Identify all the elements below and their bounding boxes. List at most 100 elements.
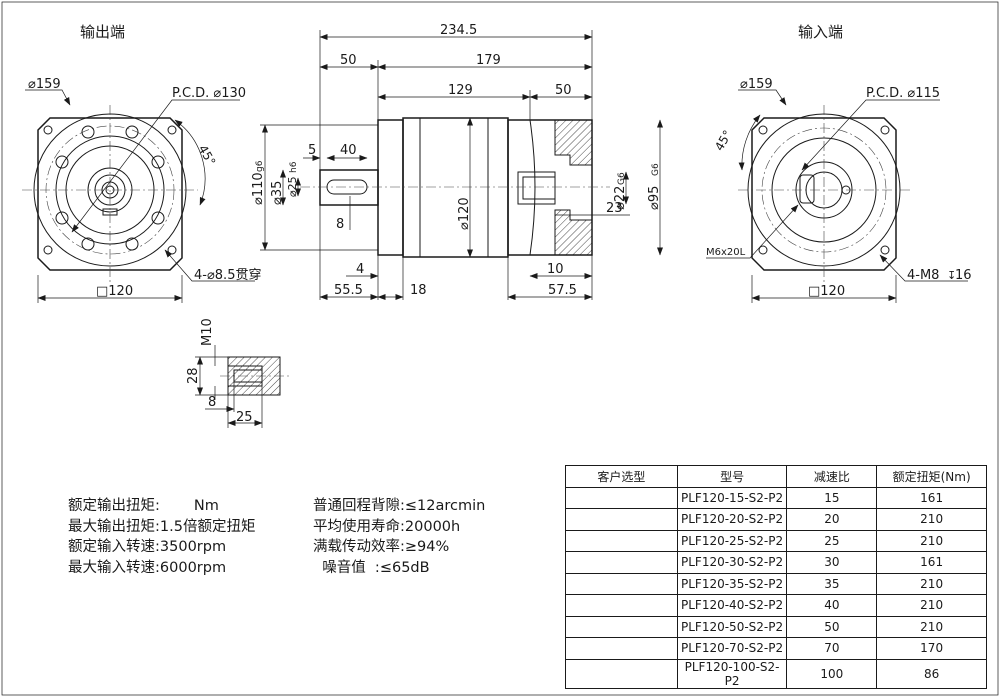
col-header-ratio: 减速比	[786, 465, 878, 488]
len-10: 10	[547, 262, 564, 277]
dia-25-tol: h6	[289, 161, 299, 173]
out-dia-159: ⌀159	[28, 77, 61, 92]
table-cell: 40	[786, 594, 878, 617]
len-129: 129	[448, 83, 473, 98]
table-cell: 210	[876, 615, 987, 638]
table-cell	[565, 594, 678, 617]
table-cell: 35	[786, 572, 878, 595]
table-cell: PLF120-15-S2-P2	[676, 486, 788, 509]
tap-8: 8	[208, 395, 216, 410]
col-header-customer: 客户选型	[565, 465, 678, 488]
table-cell	[565, 658, 678, 689]
table-cell	[565, 529, 678, 552]
spec-max-input-speed: 最大输入转速:6000rpm	[68, 559, 227, 576]
dia-95-tol: G6	[651, 163, 661, 176]
table-cell: 15	[786, 486, 878, 509]
table-cell: 100	[786, 658, 878, 689]
out-holes: 4-⌀8.5贯穿	[194, 267, 261, 283]
len-23: 23	[606, 201, 623, 216]
tapped-hole-detail: 28 M10 8 25	[186, 318, 292, 428]
table-cell: 170	[876, 637, 987, 660]
spec-service-life: 平均使用寿命:20000h	[313, 518, 461, 535]
out-square: □120	[96, 284, 133, 299]
table-cell: 50	[786, 615, 878, 638]
table-cell: PLF120-50-S2-P2	[676, 615, 788, 638]
spec-max-output-torque: 最大输出扭矩:1.5倍额定扭矩	[68, 518, 256, 535]
table-cell: PLF120-30-S2-P2	[676, 551, 788, 574]
svg-text:↧: ↧	[947, 269, 956, 282]
len-57-5: 57.5	[548, 283, 577, 298]
dia-22: ⌀22	[613, 186, 628, 210]
dia-25: ⌀25	[286, 176, 299, 197]
dia-120: ⌀120	[457, 197, 472, 230]
len-5: 5	[308, 143, 316, 158]
len-50: 50	[340, 53, 357, 68]
table-cell: 20	[786, 508, 878, 531]
dia-95: ⌀95	[647, 186, 662, 210]
col-header-model: 型号	[676, 465, 788, 488]
table-cell: PLF120-70-S2-P2	[676, 637, 788, 660]
table-cell: PLF120-40-S2-P2	[676, 594, 788, 617]
len-4: 4	[356, 262, 364, 277]
side-section-view: 234.5 50 179 129 50 ⌀110 g6 ⌀3	[251, 23, 663, 300]
table-cell: 210	[876, 508, 987, 531]
table-cell: PLF120-20-S2-P2	[676, 508, 788, 531]
len-18: 18	[410, 283, 427, 298]
table-cell	[565, 486, 678, 509]
table-cell: 161	[876, 486, 987, 509]
len-55-5: 55.5	[334, 283, 363, 298]
out-angle: 45°	[196, 143, 219, 168]
col-header-torque: 额定扭矩(Nm)	[876, 465, 987, 488]
tap-m10: M10	[200, 318, 215, 346]
input-end-view: 输入端 ⌀159 P.C.D. ⌀115 45° M6x20L 4-M8 ↧ 1…	[706, 23, 972, 303]
total-len: 234.5	[440, 23, 477, 38]
in-square: □120	[808, 284, 845, 299]
dia-110-tol: g6	[255, 160, 265, 172]
in-pcd: P.C.D. ⌀115	[866, 86, 940, 101]
len-50b: 50	[555, 83, 572, 98]
len-179: 179	[476, 53, 501, 68]
spec-column-right: 普通回程背隙:≤12arcmin 平均使用寿命:20000h 满载传动效率:≥9…	[313, 496, 543, 578]
table-cell: PLF120-25-S2-P2	[676, 529, 788, 552]
tap-25: 25	[236, 410, 253, 425]
in-angle: 45°	[712, 128, 735, 153]
table-cell	[565, 637, 678, 660]
table-cell: 210	[876, 572, 987, 595]
table-cell	[565, 615, 678, 638]
table-cell: 70	[786, 637, 878, 660]
table-cell: PLF120-100-S2-P2	[676, 658, 788, 689]
in-holes: 4-M8	[907, 268, 939, 283]
table-cell	[565, 551, 678, 574]
dia-22-tol: G6	[617, 172, 627, 185]
table-cell: 210	[876, 594, 987, 617]
output-end-title: 输出端	[80, 23, 125, 41]
key-8: 8	[336, 217, 344, 232]
table-cell: 210	[876, 529, 987, 552]
in-depth: 16	[955, 268, 972, 283]
output-end-view: 输出端 ⌀159 P.C.D. ⌀130 45°	[22, 23, 261, 303]
spec-rated-input-speed: 额定输入转速:3500rpm	[68, 539, 227, 555]
spec-rated-output-torque: 额定输出扭矩:Nm	[68, 498, 219, 514]
in-dia-159: ⌀159	[740, 77, 773, 92]
table-cell	[565, 508, 678, 531]
len-40: 40	[340, 143, 357, 158]
spec-noise: 噪音值 :≤65dB	[313, 559, 430, 576]
spec-backlash: 普通回程背隙:≤12arcmin	[313, 498, 486, 514]
table-cell: 30	[786, 551, 878, 574]
table-cell	[565, 572, 678, 595]
in-screw: M6x20L	[706, 247, 746, 258]
table-header-row: 客户选型 型号 减速比 额定扭矩(Nm)	[565, 465, 987, 488]
spec-column-left: 额定输出扭矩:Nm 最大输出扭矩:1.5倍额定扭矩 额定输入转速:3500rpm…	[68, 496, 308, 578]
spec-efficiency: 满载传动效率:≥94%	[313, 539, 450, 555]
